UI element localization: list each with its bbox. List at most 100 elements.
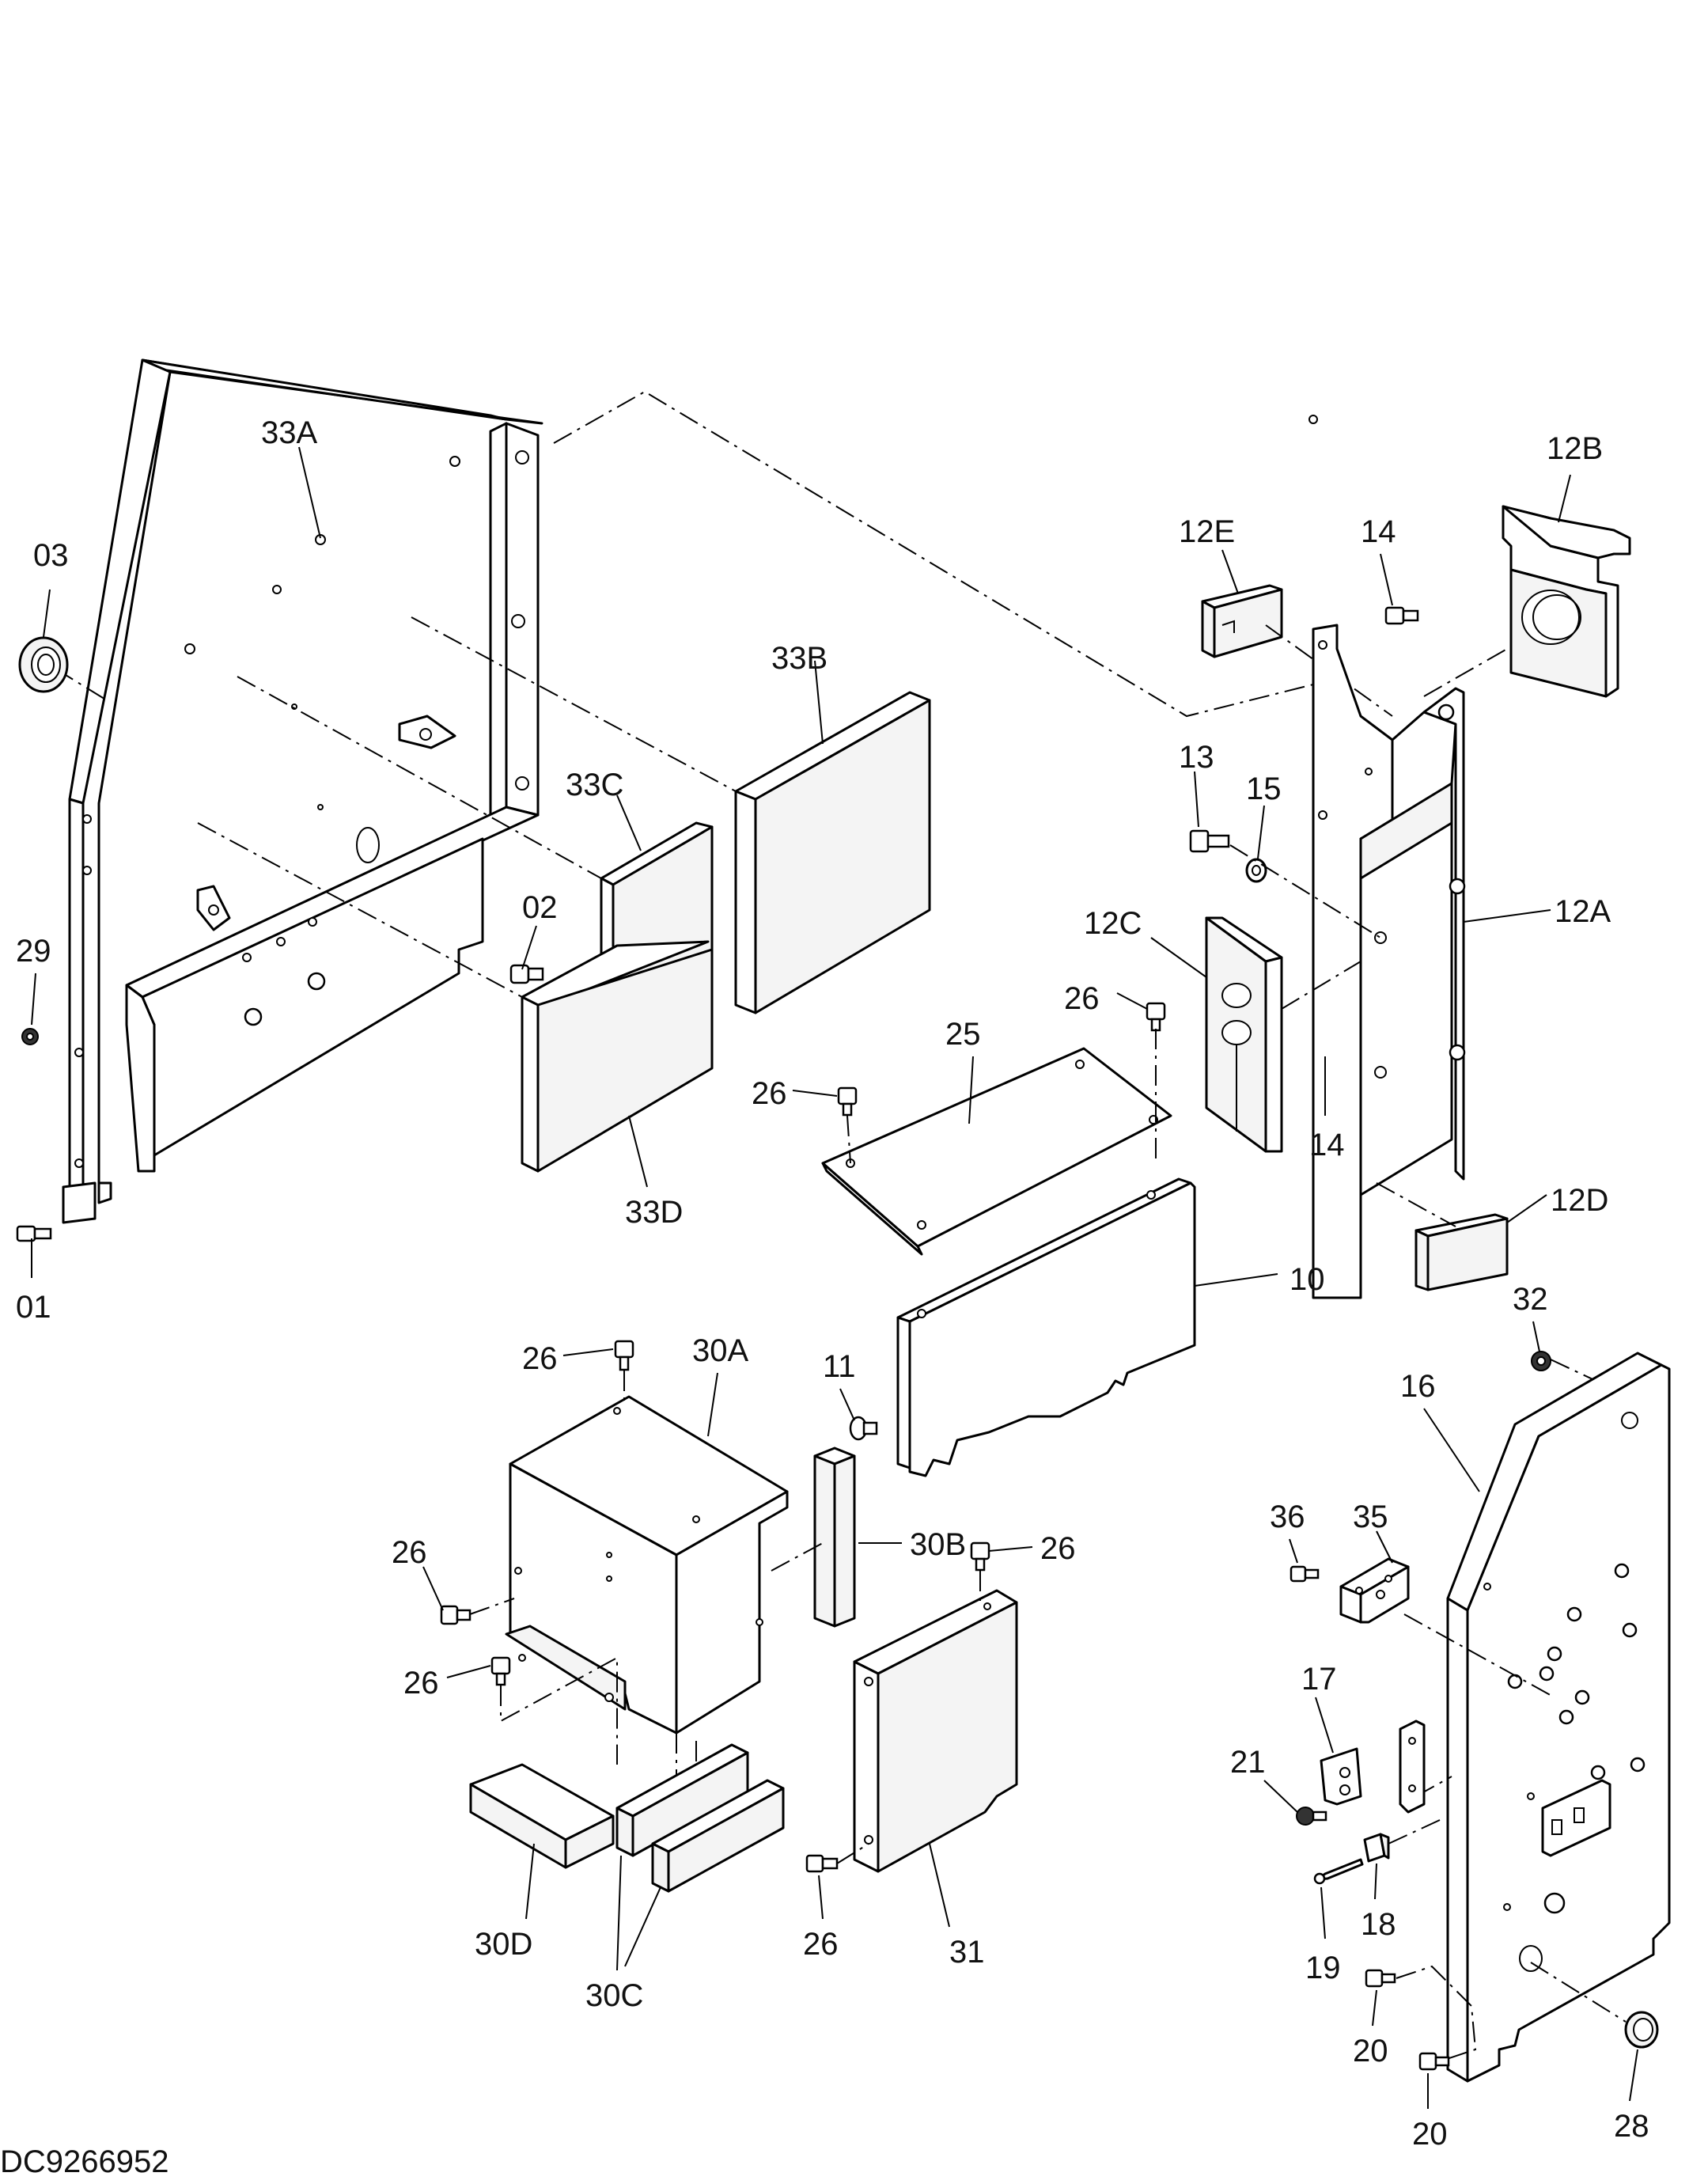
part-20b-bolt — [1418, 2052, 1450, 2071]
callout-12C: 12C — [1084, 906, 1142, 941]
callout-21: 21 — [1230, 1745, 1266, 1780]
part-16-side-panel — [1446, 1352, 1671, 2083]
centerline-26g-31 — [836, 1843, 869, 1864]
part-35-bracket — [1339, 1557, 1410, 1624]
part-17-bracket — [1320, 1720, 1426, 1814]
part-25-plate — [821, 1047, 1172, 1256]
callout-26b: 26 — [752, 1076, 787, 1111]
centerline-30A-30B — [771, 1542, 824, 1572]
part-26e-bolt — [490, 1656, 511, 1686]
part-20a-bolt — [1365, 1969, 1396, 1988]
centerline-33A-33C — [237, 676, 602, 879]
part-26d-bolt — [440, 1605, 471, 1625]
centerline-16-28 — [1530, 1962, 1627, 2023]
callout-02: 02 — [522, 890, 558, 925]
callout-15: 15 — [1246, 772, 1282, 806]
part-29-nut — [21, 1028, 39, 1045]
part-26a-bolt — [1146, 1002, 1166, 1032]
alignment-centerline-top — [553, 390, 1330, 718]
drawing-number: DC9266952 — [0, 2144, 169, 2179]
part-26g-bolt — [805, 1854, 839, 1873]
centerline-13-12A — [1229, 844, 1381, 938]
callout-19: 19 — [1305, 1951, 1341, 1985]
centerline-20-16 — [1396, 1965, 1477, 2062]
callout-26f: 26 — [403, 1666, 439, 1701]
callout-20b: 20 — [1412, 2117, 1448, 2152]
callout-29: 29 — [16, 934, 51, 969]
part-12C-pad — [1205, 916, 1283, 1153]
part-13-bolt — [1189, 829, 1230, 853]
part-36-bolt — [1290, 1565, 1320, 1583]
callout-33A: 33A — [261, 415, 317, 450]
part-12A-channel — [1312, 624, 1466, 1299]
callout-26d: 26 — [392, 1535, 427, 1570]
part-14a-bolt — [1384, 606, 1419, 625]
part-02-bolt — [509, 964, 544, 984]
part-19-screw — [1313, 1858, 1364, 1885]
part-26b-bolt — [837, 1086, 858, 1117]
centerline-12C-12A — [1281, 961, 1361, 1010]
part-30C-pad-lower — [651, 1779, 785, 1893]
centerline-26e-30D — [500, 1656, 618, 1765]
part-18-clip — [1363, 1833, 1390, 1863]
callout-28: 28 — [1614, 2109, 1649, 2144]
callout-26a: 26 — [1064, 981, 1100, 1016]
callout-10: 10 — [1290, 1262, 1325, 1297]
part-01-bolt — [16, 1225, 52, 1242]
callout-36: 36 — [1270, 1500, 1305, 1534]
callout-26c: 26 — [522, 1341, 558, 1376]
callout-11: 11 — [823, 1349, 856, 1384]
part-03-grommet — [18, 636, 69, 693]
part-30A-cover — [505, 1395, 789, 1735]
part-21-bolt — [1296, 1807, 1327, 1826]
callout-03: 03 — [33, 538, 69, 573]
centerline-18-16 — [1388, 1819, 1441, 1845]
centerline-35-16 — [1403, 1613, 1555, 1698]
part-10-cover — [896, 1177, 1196, 1477]
callout-labels: 33A 03 29 01 02 33B 33C 33D 12B 12E 14 1… — [16, 415, 1649, 2152]
callout-26g: 26 — [803, 1927, 839, 1962]
part-26c-bolt — [614, 1340, 634, 1371]
part-32-nut — [1531, 1351, 1551, 1371]
callout-30A: 30A — [692, 1333, 748, 1368]
part-28-grommet — [1624, 2011, 1659, 2049]
centerline-26b-25 — [846, 1115, 851, 1164]
callout-16: 16 — [1400, 1369, 1436, 1404]
leader-lines — [31, 446, 1638, 2109]
callout-33B: 33B — [771, 641, 827, 676]
part-12B-plate — [1502, 505, 1631, 698]
part-26f-bolt — [970, 1541, 990, 1572]
callout-30B: 30B — [910, 1527, 966, 1562]
callout-12E: 12E — [1179, 514, 1235, 549]
callout-12B: 12B — [1547, 431, 1603, 466]
callout-35: 35 — [1353, 1500, 1388, 1534]
callout-12D: 12D — [1551, 1183, 1608, 1218]
callout-30C: 30C — [585, 1978, 643, 2013]
callout-20a: 20 — [1353, 2034, 1388, 2068]
callout-18: 18 — [1361, 1907, 1396, 1942]
callout-30D: 30D — [475, 1927, 532, 1962]
callout-33D: 33D — [625, 1195, 683, 1230]
part-15-washer — [1245, 858, 1267, 883]
callout-25: 25 — [945, 1017, 981, 1052]
callout-31: 31 — [949, 1935, 985, 1970]
centerline-26d-30A — [469, 1598, 515, 1615]
part-33D-pad — [521, 940, 714, 1173]
callout-33C: 33C — [566, 768, 623, 802]
part-11-grommet — [849, 1416, 878, 1441]
callout-17: 17 — [1301, 1662, 1337, 1697]
part-30D-pad — [469, 1763, 615, 1869]
callout-14b: 14 — [1309, 1128, 1345, 1162]
callout-01: 01 — [16, 1290, 51, 1325]
centerline-33A-33D — [197, 822, 523, 998]
callout-14a: 14 — [1361, 514, 1396, 549]
part-31-cover — [853, 1589, 1018, 1873]
part-12D-pad — [1414, 1213, 1509, 1291]
part-12E-pad — [1201, 584, 1283, 658]
callout-26e: 26 — [1040, 1531, 1076, 1566]
centerline-12B-12A — [1423, 648, 1508, 697]
part-33B-pad — [734, 691, 931, 1014]
part-30C-pad-upper — [615, 1743, 749, 1857]
callout-12A: 12A — [1555, 894, 1611, 929]
